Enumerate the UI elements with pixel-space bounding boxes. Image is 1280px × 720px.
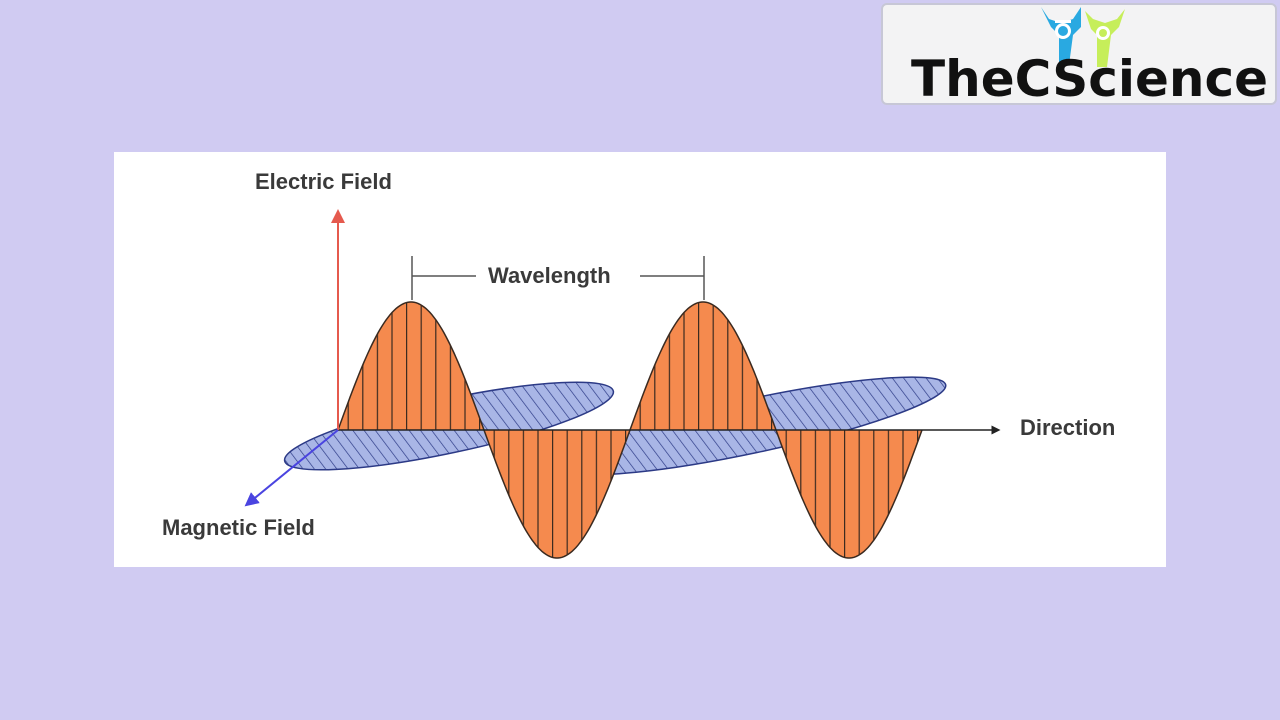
wavelength-label: Wavelength bbox=[488, 263, 611, 288]
em-wave-diagram: Electric Field Wavelength Direction Magn… bbox=[114, 152, 1166, 567]
brand-logo: TheCScience bbox=[881, 3, 1277, 105]
em-wave-graphic bbox=[244, 209, 1001, 559]
electric-field-label: Electric Field bbox=[255, 169, 392, 194]
people-graduation-icon bbox=[1041, 7, 1125, 67]
brand-name: TheCScience bbox=[911, 50, 1269, 105]
wavelength-marker bbox=[411, 256, 705, 300]
magnetic-field-label: Magnetic Field bbox=[162, 515, 315, 540]
magnetic-field-axis bbox=[244, 429, 339, 507]
direction-label: Direction bbox=[1020, 415, 1116, 440]
